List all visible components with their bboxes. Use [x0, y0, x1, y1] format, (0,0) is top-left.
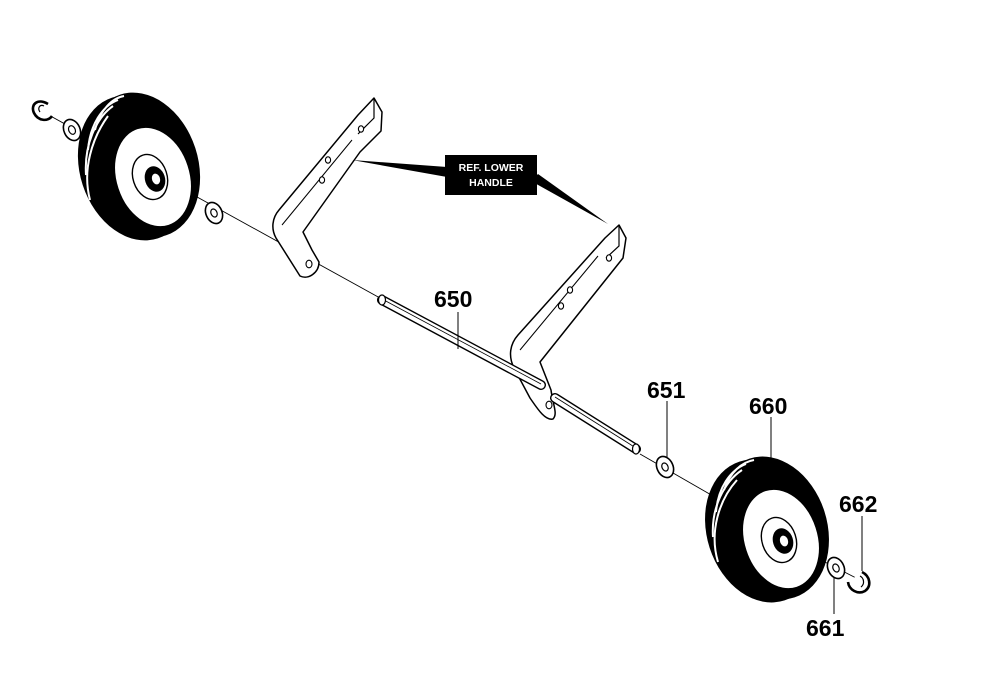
part-label-650: 650: [434, 286, 472, 312]
callout-pointer-right: [531, 174, 608, 224]
right-lower-handle: [509, 224, 627, 420]
left-wheel: [77, 92, 201, 241]
callout-line-2: HANDLE: [469, 177, 513, 189]
left-inner-washer: [204, 201, 224, 225]
right-wheel: [705, 456, 829, 603]
part-label-651: 651: [647, 377, 686, 403]
part-label-660: 660: [749, 393, 787, 419]
axle: [377, 294, 641, 455]
right-inner-washer: [655, 455, 675, 479]
ref-lower-handle-callout: REF. LOWER HANDLE: [352, 155, 608, 224]
callout-pointer-left: [352, 160, 447, 177]
part-label-662: 662: [839, 491, 877, 517]
left-lower-handle: [272, 97, 383, 278]
part-label-661: 661: [806, 615, 845, 641]
callout-line-1: REF. LOWER: [459, 162, 524, 174]
right-outer-washer: [826, 556, 846, 580]
leader-lines: [457, 312, 863, 614]
left-retaining-clip: [31, 100, 54, 122]
right-retaining-clip: [846, 570, 871, 594]
left-outer-washer: [62, 118, 82, 142]
callout-box: [445, 155, 537, 195]
